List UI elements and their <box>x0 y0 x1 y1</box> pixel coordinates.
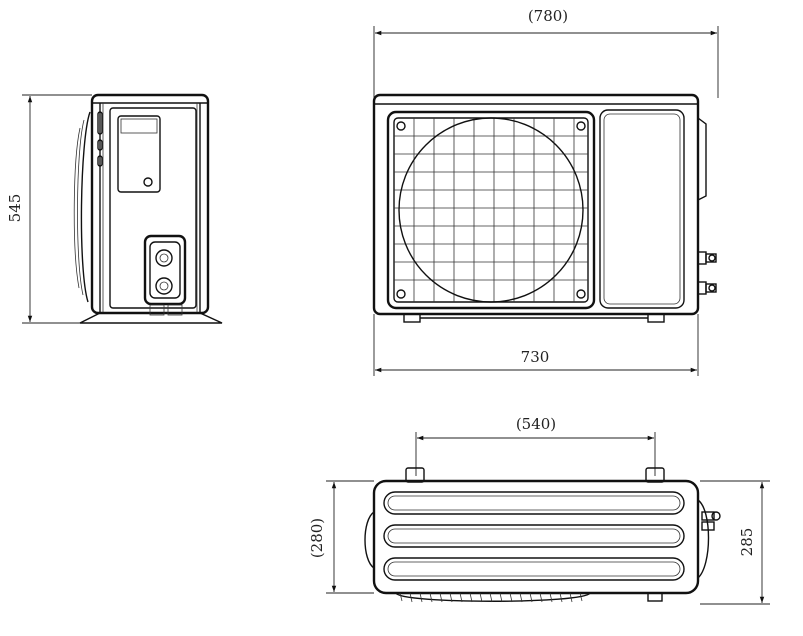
front-body-width-label: 730 <box>521 348 550 366</box>
front-total-width-label: (780) <box>528 7 568 25</box>
water-fittings <box>697 251 717 295</box>
top-depth-ref-label: (280) <box>308 518 326 558</box>
top-water-fittings <box>701 511 721 531</box>
top-view: (540) (280) 285 <box>308 415 770 605</box>
side-height-label: 545 <box>6 194 24 223</box>
top-mount-spacing-label: (540) <box>516 415 556 433</box>
top-depth-label: 285 <box>738 528 756 557</box>
side-view: 545 <box>6 93 223 324</box>
front-view: (780) <box>372 7 719 376</box>
fan-grille-lines <box>394 118 588 302</box>
